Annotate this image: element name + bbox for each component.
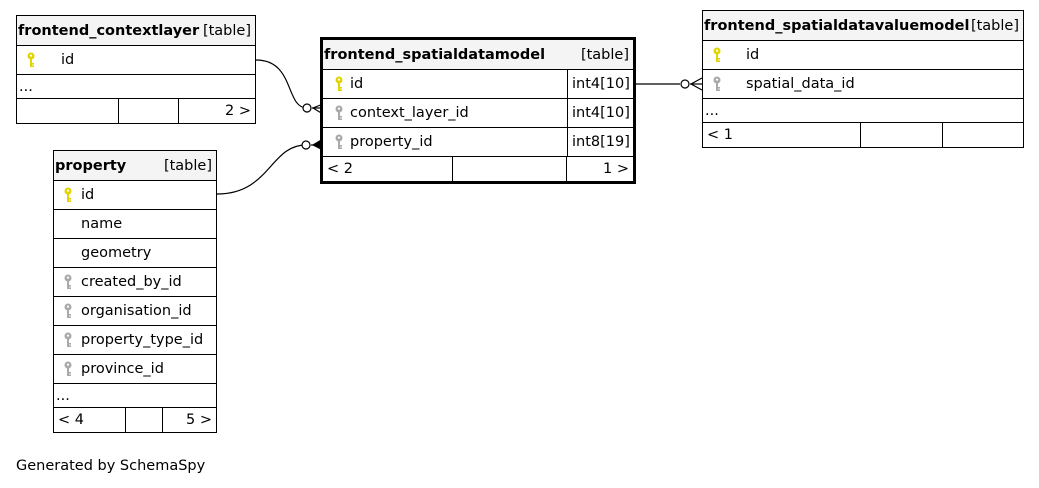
- foreign-key-icon: [334, 134, 344, 150]
- column-name: property_id: [350, 134, 433, 150]
- foreign-key-icon: [334, 105, 344, 121]
- primary-key-icon: [334, 76, 344, 92]
- foreign-key-icon: [63, 303, 73, 319]
- column-name: province_id: [81, 361, 164, 377]
- primary-key-icon: [712, 47, 722, 63]
- table-frontend-spatialdatamodel[interactable]: frontend_spatialdatamodel [table] id int…: [320, 37, 636, 184]
- column-name: id: [81, 187, 95, 203]
- column-row[interactable]: id: [703, 41, 1023, 70]
- footer-middle: [126, 408, 163, 432]
- table-kind: [table]: [202, 22, 251, 39]
- column-row[interactable]: province_id: [54, 355, 216, 384]
- column-row[interactable]: organisation_id: [54, 297, 216, 326]
- column-name: created_by_id: [81, 274, 182, 290]
- column-row[interactable]: spatial_data_id: [703, 70, 1023, 99]
- table-name: frontend_spatialdatamodel: [324, 46, 546, 63]
- column-type: int4[10]: [567, 99, 630, 127]
- table-footer: < 2 1 >: [323, 157, 633, 181]
- primary-key-icon: [63, 187, 73, 203]
- footer-parents: < 4: [54, 408, 126, 432]
- more-label: ...: [705, 102, 719, 119]
- footer-children: 1 >: [603, 161, 629, 177]
- table-frontend-contextlayer[interactable]: frontend_contextlayer [table] id ... 2 >: [16, 15, 256, 124]
- table-name: property: [55, 157, 127, 174]
- table-frontend-spatialdatavaluemodel[interactable]: frontend_spatialdatavaluemodel [table] i…: [702, 10, 1024, 148]
- table-kind: [table]: [970, 17, 1019, 34]
- column-name: spatial_data_id: [746, 76, 855, 92]
- link-contextlayer-to-spatialdatamodel: [255, 59, 308, 109]
- footer-children: [943, 123, 1023, 147]
- footer-parents: < 2: [323, 157, 453, 181]
- column-row[interactable]: geometry: [54, 239, 216, 268]
- footer-children: 5 >: [186, 412, 212, 428]
- foreign-key-icon: [712, 76, 722, 92]
- footer-parents: < 1: [703, 123, 861, 147]
- column-name: id: [746, 47, 760, 63]
- column-name: id: [350, 76, 364, 92]
- footer-middle: [119, 99, 179, 123]
- column-type: int8[19]: [567, 128, 630, 156]
- column-name: geometry: [81, 245, 152, 261]
- column-row[interactable]: property_id int8[19]: [323, 128, 633, 157]
- more-label: ...: [19, 78, 33, 95]
- table-header: frontend_spatialdatamodel [table]: [323, 40, 633, 70]
- generated-by-caption: Generated by SchemaSpy: [16, 458, 206, 474]
- footer-parents: [17, 99, 119, 123]
- table-header: frontend_contextlayer [table]: [17, 16, 255, 46]
- table-kind: [table]: [163, 157, 212, 174]
- table-footer: 2 >: [17, 99, 255, 123]
- column-name: id: [61, 52, 75, 68]
- foreign-key-icon: [63, 361, 73, 377]
- footer-middle: [453, 157, 567, 181]
- table-name: frontend_contextlayer: [18, 22, 200, 39]
- primary-key-icon: [26, 52, 36, 68]
- foreign-key-icon: [63, 274, 73, 290]
- more-label: ...: [56, 387, 70, 404]
- column-row[interactable]: id: [54, 181, 216, 210]
- footer-children: 2 >: [225, 103, 251, 119]
- column-row[interactable]: id int4[10]: [323, 70, 633, 99]
- foreign-key-icon: [63, 332, 73, 348]
- table-kind: [table]: [580, 46, 629, 63]
- more-columns: ...: [54, 384, 216, 408]
- column-name: organisation_id: [81, 303, 192, 319]
- column-name: name: [81, 216, 123, 232]
- column-name: context_layer_id: [350, 105, 469, 121]
- table-footer: < 4 5 >: [54, 408, 216, 432]
- more-columns: ...: [17, 75, 255, 99]
- link-property-to-spatialdatamodel: [216, 144, 307, 195]
- column-name: property_type_id: [81, 332, 204, 348]
- column-type: int4[10]: [567, 70, 630, 98]
- table-header: frontend_spatialdatavaluemodel [table]: [703, 11, 1023, 41]
- column-row[interactable]: created_by_id: [54, 268, 216, 297]
- table-property[interactable]: property [table] id name geometry create…: [53, 150, 217, 433]
- table-footer: < 1: [703, 123, 1023, 147]
- column-row[interactable]: name: [54, 210, 216, 239]
- column-row[interactable]: context_layer_id int4[10]: [323, 99, 633, 128]
- column-row[interactable]: property_type_id: [54, 326, 216, 355]
- column-row[interactable]: id: [17, 46, 255, 75]
- table-name: frontend_spatialdatavaluemodel: [704, 17, 970, 34]
- more-columns: ...: [703, 99, 1023, 123]
- table-header: property [table]: [54, 151, 216, 181]
- footer-middle: [861, 123, 943, 147]
